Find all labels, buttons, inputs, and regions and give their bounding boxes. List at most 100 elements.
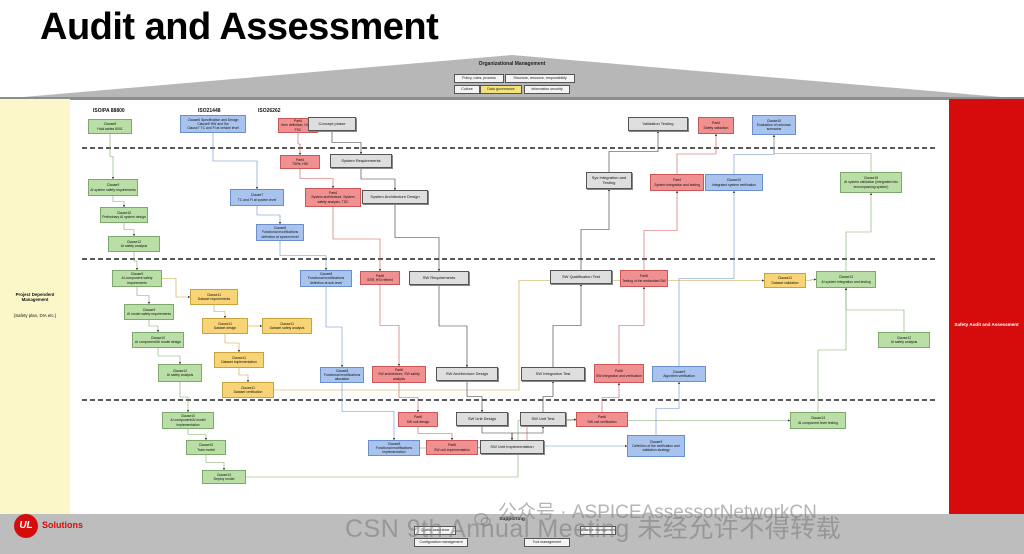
- process-box: SW Architecture Design: [436, 367, 498, 381]
- connector-line: [398, 383, 420, 413]
- process-box: Clause11 Dataset design: [202, 318, 248, 334]
- process-box: Clause13 AI system integration and testi…: [816, 271, 876, 288]
- connector-line: [580, 188, 611, 270]
- org-item: Data governance: [480, 85, 522, 94]
- process-box: Clause8 Functional modifications impleme…: [368, 440, 420, 456]
- connector-line: [224, 334, 241, 353]
- process-box: Clause6 Specification and Design Clause5…: [180, 115, 246, 133]
- connector-line: [238, 368, 250, 383]
- connector-line: [379, 285, 401, 367]
- connector-line: [676, 133, 718, 174]
- process-box: Clause10 Integrated system verification: [705, 174, 763, 191]
- process-box: Clause15 AI system validation (integrate…: [840, 172, 902, 193]
- process-box: Clause12 AI safety analysis: [108, 236, 160, 252]
- org-item: Information security: [524, 85, 570, 94]
- wechat-icon: [474, 513, 491, 527]
- process-box: Part6 SSR, HSI refined: [360, 271, 400, 285]
- connector-line: [109, 134, 115, 180]
- process-box: Clause9 Definition of the verification a…: [627, 435, 685, 457]
- roof-beam: [0, 97, 1024, 100]
- project-management-subtitle: (Safety plan, DIA etc.): [13, 313, 57, 318]
- process-box: Clause9 AI system safety requirements: [88, 179, 138, 196]
- connector-line: [481, 426, 514, 441]
- process-box: Clause7 TC and FI at system level: [230, 189, 284, 206]
- process-box: Clause11 Dataset safety analysis: [262, 318, 312, 334]
- connector-line: [179, 382, 190, 413]
- process-box: Clause12 AI safety analysis: [158, 364, 202, 382]
- connector-line: [806, 278, 817, 281]
- ul-logo-text: Solutions: [42, 520, 83, 530]
- org-item: Culture: [454, 85, 480, 94]
- safety-audit-label: Safety Audit and Assessment: [954, 322, 1019, 327]
- process-box: Clause8 Functional modifications definit…: [300, 270, 352, 287]
- connector-line: [162, 278, 191, 299]
- process-box: System Architecture Design: [362, 190, 428, 204]
- process-box: Clause10 Train model: [186, 440, 226, 455]
- process-box: Clause8 Hold tables 8001: [88, 119, 132, 134]
- connector-line: [417, 427, 454, 441]
- connector-line: [678, 190, 736, 366]
- process-box: Clause9 AI component safety requirements: [112, 270, 162, 287]
- process-box: Part4 System integration and testing: [650, 174, 704, 191]
- process-box: Clause14 Deploy model: [202, 470, 246, 484]
- connector-line: [256, 206, 282, 225]
- process-box: System Requirements: [330, 154, 392, 168]
- ul-logo-icon: [14, 514, 38, 538]
- connector-line: [844, 287, 905, 332]
- process-box: Part4 TSRs, HSI: [280, 155, 320, 169]
- process-box: Clause9 Algorithm verification: [652, 366, 706, 382]
- connector-line: [112, 196, 126, 208]
- process-box: Clause10 Preliminary AI system design: [100, 207, 148, 223]
- connector-line: [601, 382, 621, 412]
- connector-line: [205, 455, 226, 471]
- connector-line: [148, 320, 160, 333]
- process-box: SW Unit Implementation: [480, 440, 544, 454]
- safety-audit-panel: [949, 99, 1024, 514]
- connector-line: [297, 133, 302, 156]
- process-box: Sys Integration and Testing: [586, 172, 632, 189]
- process-box: Clause8 Functional modifications definit…: [256, 224, 304, 241]
- connector-line: [772, 134, 872, 172]
- org-item: Structure, resource, responsibility: [505, 74, 575, 83]
- connector-line: [394, 204, 441, 272]
- connector-line: [157, 348, 182, 365]
- connector-line: [845, 192, 873, 271]
- connector-line: [331, 131, 363, 155]
- supporting-item: Tool management: [524, 538, 570, 547]
- supporting-bar: [0, 514, 1024, 554]
- standard-iso-26262: ISO26262: [258, 108, 281, 114]
- connector-line: [332, 207, 382, 272]
- connector-line: [341, 383, 396, 441]
- organizational-management-label: Organizational Management: [478, 61, 546, 67]
- supporting-label: Supporting: [499, 517, 525, 522]
- process-box: Part4 System architecture, System safety…: [305, 188, 361, 207]
- supporting-item: Change management: [580, 526, 616, 535]
- watermark-account: 公众号 · ASPICEAssessorNetworkCN: [498, 502, 817, 523]
- connector-line: [552, 283, 583, 367]
- connector-line: [133, 252, 139, 271]
- process-box: Clause9 AI model safety requirements: [124, 304, 174, 320]
- process-box: Clause10 AI component/AI model implement…: [162, 412, 214, 429]
- connector-line: [187, 429, 208, 441]
- org-item: Policy, rules, process: [454, 74, 504, 83]
- connector-line: [279, 241, 328, 271]
- supporting-item: Quality assurance: [414, 526, 456, 535]
- connector-line: [643, 190, 679, 270]
- project-management-panel: [0, 99, 70, 514]
- process-box: Concept phase: [308, 117, 356, 131]
- connector-line: [618, 286, 646, 364]
- process-box: SW Requirements: [409, 271, 469, 285]
- process-box: Part6 SW unit design: [398, 412, 438, 427]
- standard-iso-21448: ISO21448: [198, 108, 221, 114]
- process-box: Part6 Testing of the embedded SW: [620, 270, 668, 287]
- process-box: Part6 SW integration and verification: [594, 364, 644, 383]
- connector-line: [542, 380, 555, 412]
- process-box: Clause11 Dataset requirements: [190, 289, 238, 305]
- connector-line: [438, 285, 469, 368]
- process-box: Clause11 Dataset implementation: [214, 352, 264, 368]
- connector-line: [817, 287, 848, 412]
- process-box: Clause8 Functional modifications allocat…: [320, 367, 364, 383]
- process-box: Validation Testing: [628, 117, 688, 131]
- process-box: Part6 SW unit implementation: [426, 440, 478, 455]
- connector-line: [608, 130, 660, 172]
